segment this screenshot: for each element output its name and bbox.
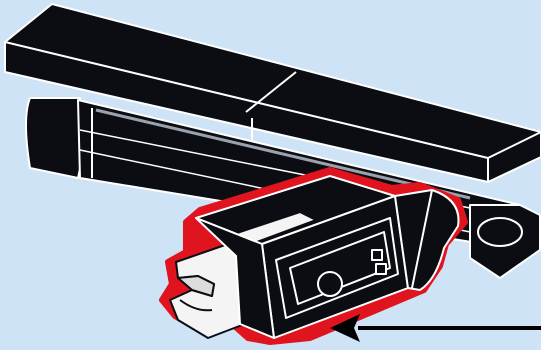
clip-hole [318, 272, 342, 296]
rod-end-cap [26, 98, 84, 178]
